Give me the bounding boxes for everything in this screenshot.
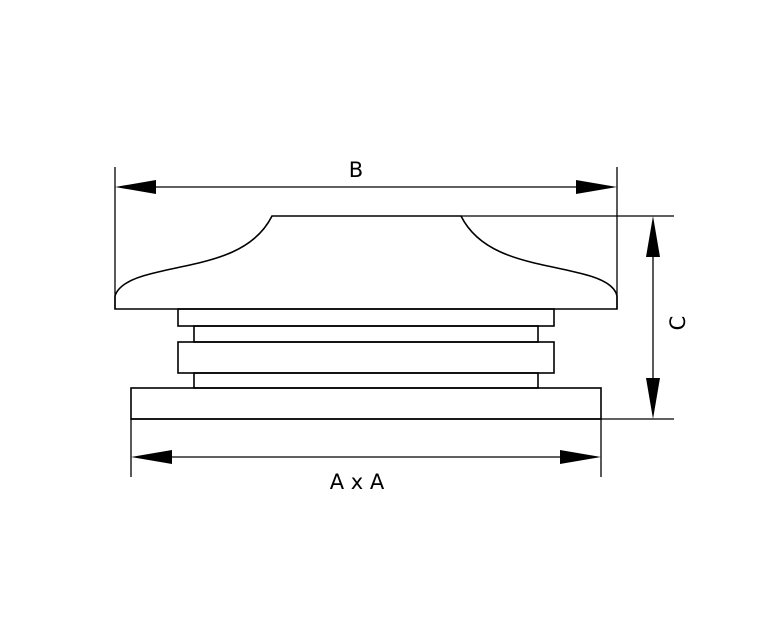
dimension-c-label: C	[666, 316, 690, 331]
dimension-a-arrow-right	[560, 450, 601, 464]
dimension-b-arrow-right	[576, 180, 617, 194]
dimension-c-arrow-top	[646, 216, 660, 257]
dimension-b: B	[114, 158, 618, 309]
lower-neck	[193, 372, 539, 389]
upper-neck	[193, 325, 539, 343]
dimension-a: A x A	[130, 418, 602, 494]
dimension-a-label: A x A	[330, 470, 385, 494]
dimension-c-arrow-bottom	[646, 378, 660, 419]
middle-ring	[177, 341, 555, 374]
dimension-b-arrow-left	[115, 180, 156, 194]
dimension-b-label: B	[349, 158, 363, 182]
cap-profile	[114, 215, 618, 310]
dimension-a-arrow-left	[131, 450, 172, 464]
upper-collar	[177, 308, 555, 327]
base-plate	[130, 387, 602, 420]
dimension-c: C	[461, 215, 690, 420]
